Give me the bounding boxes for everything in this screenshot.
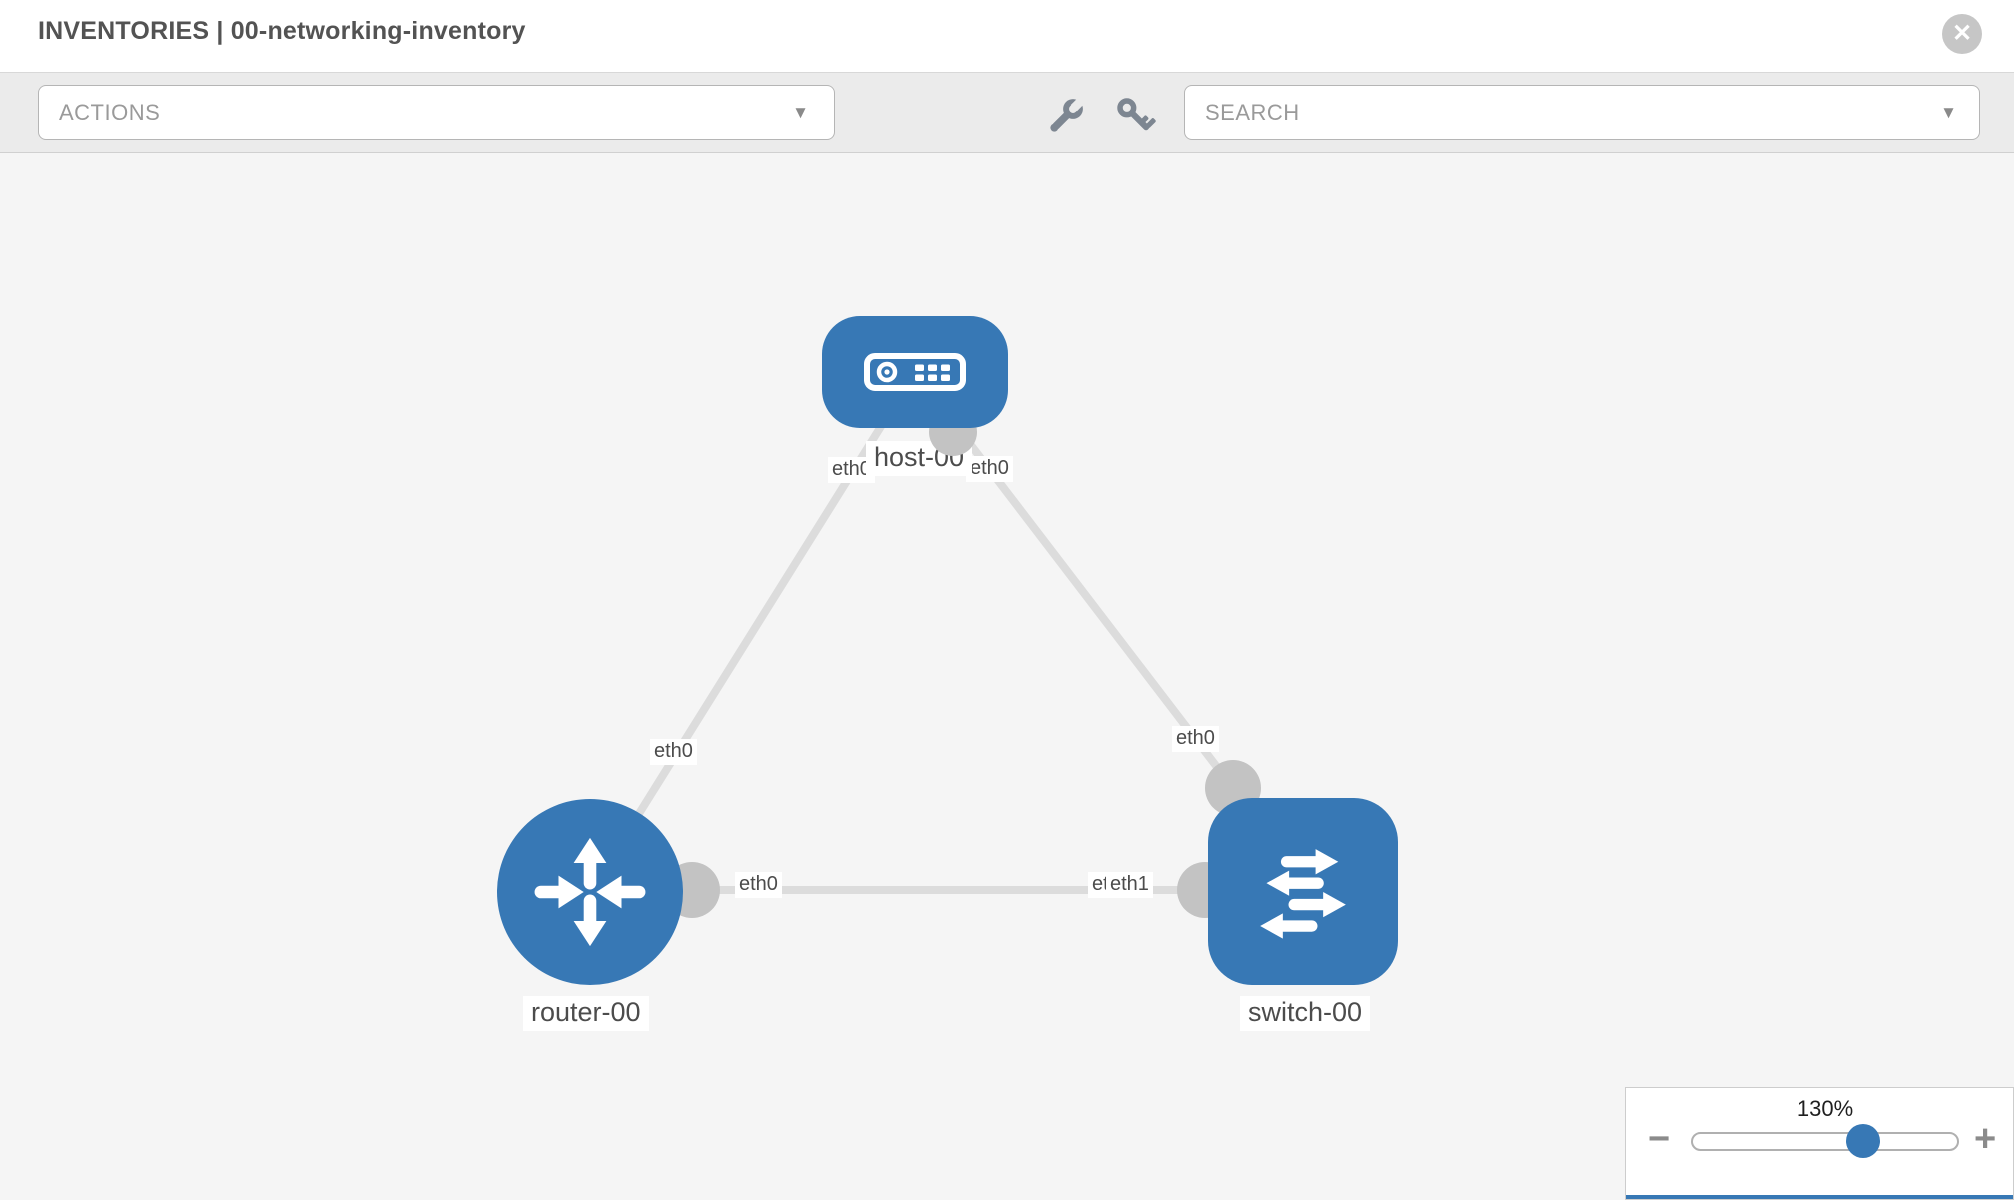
actions-dropdown-label: ACTIONS bbox=[59, 100, 161, 125]
node-router-00[interactable] bbox=[497, 799, 683, 985]
search-dropdown[interactable]: SEARCH ▼ bbox=[1184, 85, 1980, 140]
node-host-00[interactable] bbox=[822, 316, 1008, 428]
topology-links bbox=[586, 369, 1237, 895]
zoom-slider-track[interactable] bbox=[1691, 1132, 1959, 1151]
close-icon[interactable]: ✕ bbox=[1942, 14, 1982, 54]
chevron-down-icon: ▼ bbox=[792, 103, 809, 122]
iface-label: eth0 bbox=[650, 739, 697, 765]
zoom-level-value: 130% bbox=[1796, 1096, 1854, 1121]
switch-icon bbox=[1260, 848, 1346, 939]
chevron-down-icon: ▼ bbox=[1940, 103, 1957, 122]
iface-label: eth0 bbox=[966, 456, 1013, 482]
zoom-panel: 130% − + bbox=[1625, 1087, 2014, 1200]
zoom-slider-knob[interactable] bbox=[1846, 1124, 1880, 1158]
key-icon[interactable] bbox=[1113, 94, 1157, 138]
node-label-switch: switch-00 bbox=[1240, 996, 1371, 1031]
zoom-in-icon[interactable]: + bbox=[1974, 1118, 1997, 1160]
toolbar: ACTIONS ▼ bbox=[0, 73, 2014, 153]
zoom-out-icon[interactable]: − bbox=[1648, 1118, 1671, 1160]
actions-dropdown[interactable]: ACTIONS ▼ bbox=[38, 85, 835, 140]
router-icon bbox=[534, 837, 646, 947]
iface-label: eth0 bbox=[735, 872, 782, 898]
wrench-icon[interactable] bbox=[1044, 94, 1088, 138]
header: INVENTORIES | 00-networking-inventory ✕ bbox=[0, 0, 2014, 73]
iface-label: eth1 bbox=[1106, 872, 1153, 898]
node-switch-00[interactable] bbox=[1208, 798, 1398, 985]
page-title: INVENTORIES | 00-networking-inventory bbox=[38, 17, 526, 45]
topology-canvas[interactable]: eth0 eth0 eth0 eth0 eth0 eth0 eth1 host-… bbox=[0, 153, 2014, 1200]
node-label-router: router-00 bbox=[523, 996, 649, 1031]
iface-label: eth0 bbox=[1172, 726, 1219, 752]
host-icon bbox=[864, 353, 966, 391]
zoom-panel-accent-strip bbox=[1626, 1195, 2013, 1199]
search-dropdown-label: SEARCH bbox=[1205, 100, 1300, 125]
